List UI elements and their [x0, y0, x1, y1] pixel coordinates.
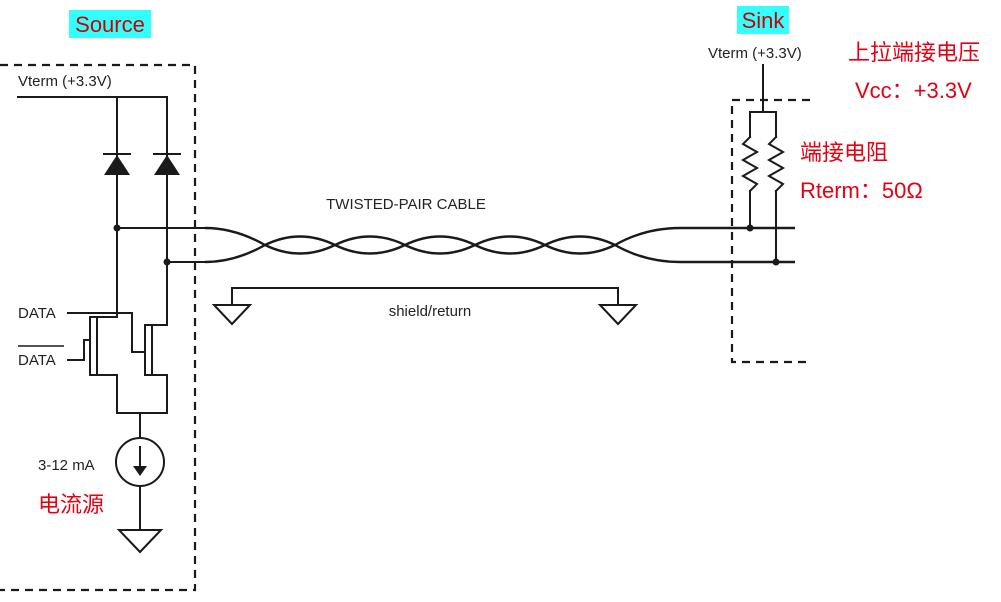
shield-line — [231, 287, 619, 306]
source-vterm-label: Vterm (+3.3V) — [18, 73, 112, 90]
resistor-tails — [749, 190, 777, 263]
resistor-annotation: 端接电阻 — [800, 140, 888, 165]
data-bar-label: DATA — [18, 352, 56, 369]
current-source-annotation: 电流源 — [38, 492, 104, 517]
twisted-pair-cable — [204, 226, 795, 264]
sink-header: Sink — [737, 6, 789, 34]
sink-boundary — [730, 98, 810, 364]
source-vterm-rail — [17, 96, 168, 326]
transistor-left — [89, 267, 118, 414]
rterm-annotation: Rterm：50Ω — [800, 178, 923, 203]
junction-dot — [746, 224, 754, 232]
sink-vterm-label: Vterm (+3.3V) — [708, 45, 802, 62]
source-ground-icon — [116, 529, 164, 554]
source-header: Source — [69, 10, 151, 38]
pullup-voltage-annotation: 上拉端接电压 — [848, 40, 980, 65]
diode-right — [153, 153, 181, 175]
source-boundary — [0, 63, 197, 592]
diode-left — [103, 153, 131, 175]
gate-wires — [67, 312, 146, 361]
sink-title: Sink — [742, 8, 786, 33]
junction-dot — [772, 258, 780, 266]
shield-label: shield/return — [389, 303, 472, 320]
source-title: Source — [75, 12, 145, 37]
data-label: DATA — [18, 305, 56, 322]
tail-wire — [116, 412, 168, 439]
shield-ground-left-icon — [211, 304, 253, 326]
vcc-annotation: Vcc：+3.3V — [855, 78, 972, 103]
termination-resistors — [740, 135, 786, 193]
shield-ground-right-icon — [597, 304, 639, 326]
cable-title: TWISTED-PAIR CABLE — [326, 196, 486, 213]
current-value-label: 3-12 mA — [38, 457, 95, 474]
transistor-right — [144, 324, 168, 414]
current-source-symbol — [115, 437, 165, 487]
sink-vterm-wire — [749, 64, 777, 138]
